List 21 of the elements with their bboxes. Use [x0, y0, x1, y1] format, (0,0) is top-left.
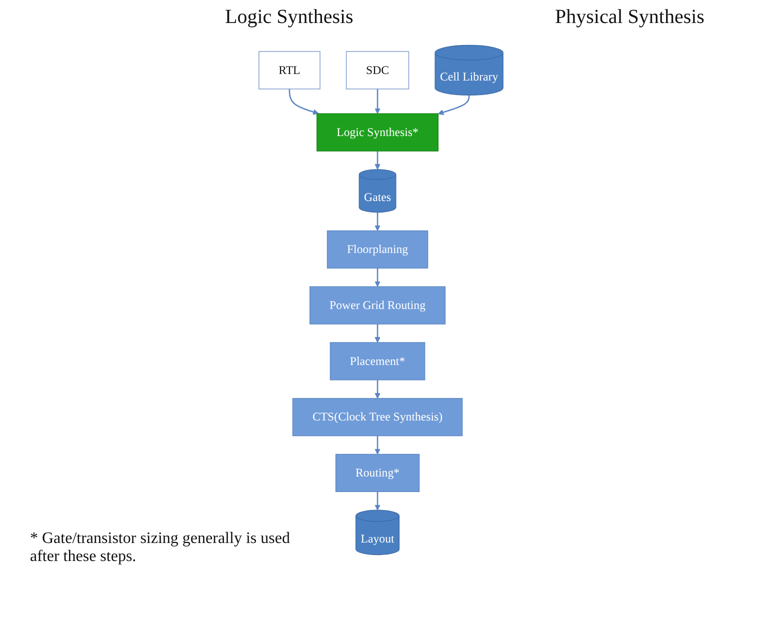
arrow [374, 436, 380, 454]
node-box: Routing* [335, 454, 420, 492]
node-box: RTL [258, 51, 320, 90]
node-box: Placement* [330, 342, 426, 380]
arrow [438, 95, 470, 116]
node-box: SDC [346, 51, 410, 90]
arrow [288, 88, 319, 115]
arrow [374, 268, 380, 287]
arrow [374, 88, 380, 114]
arrow [374, 151, 380, 170]
node-box: Floorplaning [326, 230, 428, 269]
arrow [374, 324, 380, 343]
arrow [374, 380, 380, 399]
node-box: Logic Synthesis* [316, 113, 438, 152]
node-box: Power Grid Routing [310, 286, 446, 324]
footnote: * Gate/transistor sizing generally is used after these steps. [30, 530, 291, 566]
column-heading: Logic Synthesis [225, 6, 354, 29]
node-box: CTS(Clock Tree Synthesis) [292, 398, 463, 436]
column-heading: Physical Synthesis [555, 6, 704, 29]
arrow [374, 212, 380, 231]
arrow [374, 492, 380, 510]
